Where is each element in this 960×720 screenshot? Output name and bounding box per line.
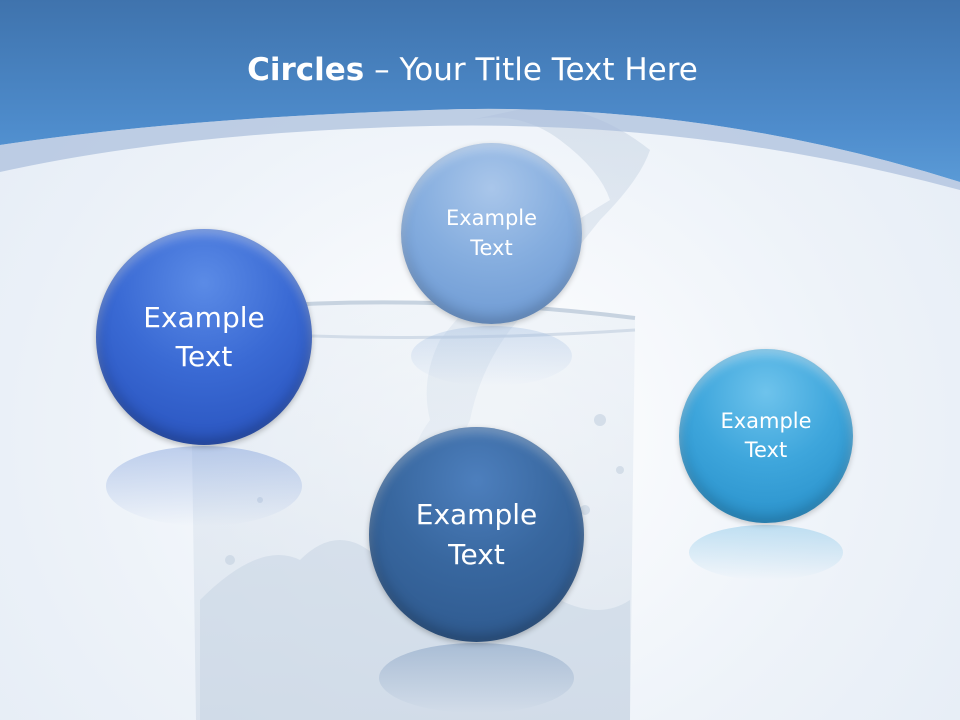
circle-2-line1: Example: [445, 206, 538, 231]
circle-2: Example Text: [401, 143, 582, 324]
circle-4-line1: Example: [720, 408, 812, 433]
circle-3: Example Text: [369, 427, 584, 642]
header-band: [0, 0, 960, 190]
circle-3-reflection: [379, 643, 574, 713]
circle-2-reflection: [411, 326, 572, 386]
circle-1: Example Text: [96, 229, 312, 445]
circle-4-line2: Text: [744, 438, 788, 462]
slide-title: Circles – Your Title Text Here: [0, 52, 945, 88]
circle-4-reflection: [689, 525, 843, 580]
title-rest-text: – Your Title Text Here: [364, 52, 698, 88]
circle-3-line2: Text: [448, 537, 505, 571]
circle-2-line2: Text: [470, 235, 513, 260]
title-bold-text: Circles: [247, 52, 365, 88]
circle-1-reflection: [106, 446, 302, 526]
circle-1-line1: Example: [143, 300, 265, 334]
circle-4: Example Text: [679, 349, 853, 523]
circle-3-line1: Example: [415, 498, 538, 532]
circle-1-line2: Text: [175, 340, 233, 373]
